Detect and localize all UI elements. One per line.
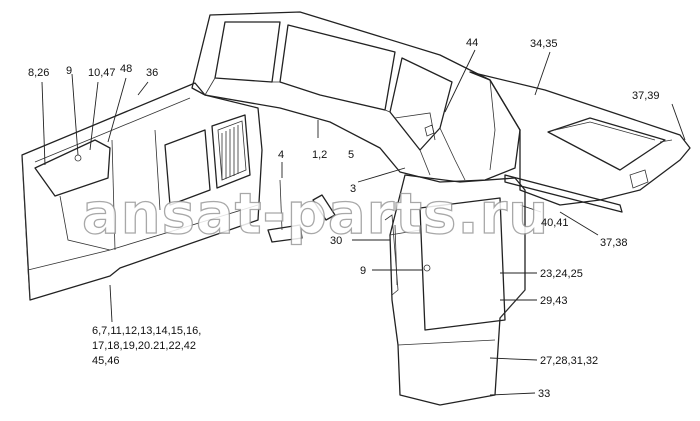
watermark: ansat-parts.ru bbox=[82, 182, 549, 247]
label-10-47: 10,47 bbox=[88, 67, 116, 79]
label-list-line3: 45,46 bbox=[92, 355, 120, 367]
label-list-line2: 17,18,19,20.21,22,42 bbox=[92, 340, 196, 352]
label-27-28-31-32: 27,28,31,32 bbox=[540, 355, 598, 367]
label-37-38: 37,38 bbox=[600, 237, 628, 249]
label-8-26: 8,26 bbox=[28, 67, 49, 79]
label-34-35: 34,35 bbox=[530, 38, 558, 50]
label-33: 33 bbox=[538, 388, 550, 400]
label-44: 44 bbox=[466, 37, 478, 49]
label-4: 4 bbox=[278, 149, 284, 161]
label-30: 30 bbox=[330, 235, 342, 247]
part-labels: 8,26 9 10,47 48 36 44 34,35 37,39 4 1,2 … bbox=[28, 37, 660, 400]
label-9-top: 9 bbox=[66, 65, 72, 77]
leader-lines bbox=[41, 49, 686, 396]
label-9-mid: 9 bbox=[360, 265, 366, 277]
label-40-41: 40,41 bbox=[541, 217, 569, 229]
label-29-43: 29,43 bbox=[540, 295, 568, 307]
label-37-39: 37,39 bbox=[632, 90, 660, 102]
label-23-24-25: 23,24,25 bbox=[540, 268, 583, 280]
label-list-line1: 6,7,11,12,13,14,15,16, bbox=[92, 325, 201, 337]
label-36: 36 bbox=[146, 67, 158, 79]
label-5: 5 bbox=[348, 149, 354, 161]
small-brackets bbox=[267, 179, 399, 296]
left-side-panel bbox=[21, 82, 263, 301]
label-1-2: 1,2 bbox=[312, 149, 327, 161]
label-3: 3 bbox=[350, 183, 356, 195]
right-shelf bbox=[469, 71, 691, 213]
label-48: 48 bbox=[120, 63, 132, 75]
